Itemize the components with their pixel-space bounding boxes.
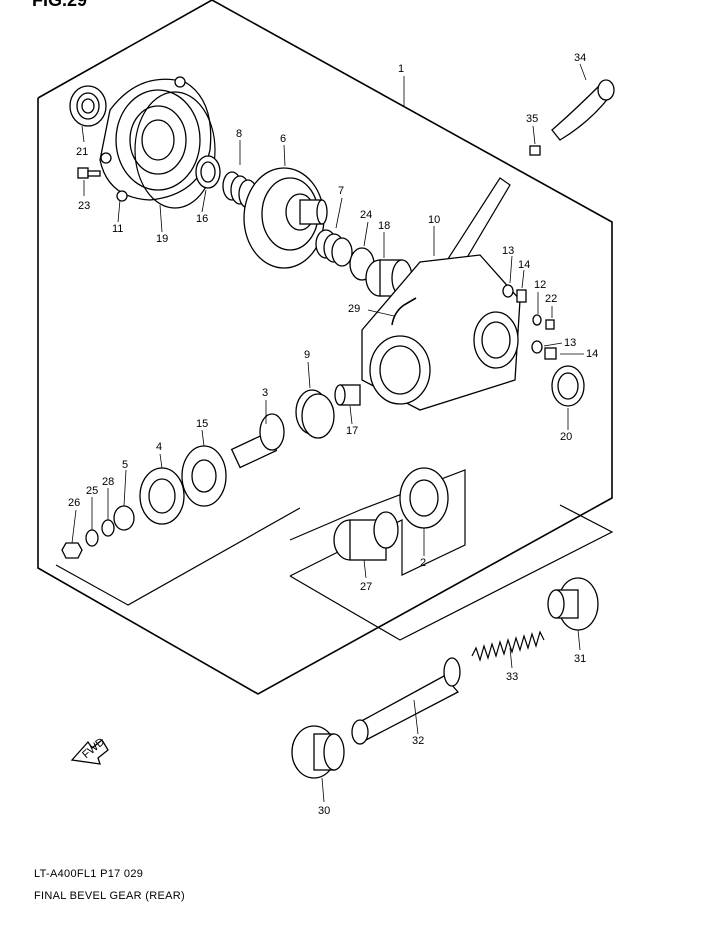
caption-model-code: LT-A400FL1 P17 029 <box>34 868 144 880</box>
callout-11: 11 <box>112 223 123 235</box>
callout-14-lower: 14 <box>586 348 598 360</box>
callout-29: 29 <box>348 303 360 315</box>
fwd-arrow-icon: FWD <box>70 736 109 765</box>
oil-seal-21 <box>69 85 107 127</box>
callout-5: 5 <box>122 459 128 471</box>
callout-26: 26 <box>68 497 80 509</box>
clamp-35 <box>529 145 541 156</box>
spring-33 <box>471 630 545 663</box>
callout-13-upper: 13 <box>502 245 514 257</box>
breather-hose-29 <box>391 297 417 326</box>
callout-6: 6 <box>280 133 286 145</box>
oil-seal-20 <box>551 365 585 407</box>
callout-21: 21 <box>76 146 88 158</box>
pinion-gear-3 <box>230 413 285 469</box>
oil-seal-2 <box>399 467 449 529</box>
callout-10: 10 <box>428 214 440 226</box>
needle-bearing-27 <box>333 511 399 561</box>
callout-34: 34 <box>574 52 586 64</box>
callout-31: 31 <box>574 653 586 665</box>
washer-13-upper <box>502 284 514 298</box>
callout-20: 20 <box>560 431 572 443</box>
callout-25: 25 <box>86 485 98 497</box>
bearing-16 <box>195 155 221 189</box>
boot-34 <box>551 79 615 141</box>
callout-7: 7 <box>338 185 344 197</box>
callout-23: 23 <box>78 200 90 212</box>
callout-3: 3 <box>262 387 268 399</box>
callout-35: 35 <box>526 113 538 125</box>
callout-2: 2 <box>420 557 426 569</box>
gear-case-10 <box>361 254 521 411</box>
plug-14-upper <box>516 289 527 303</box>
callout-30: 30 <box>318 805 330 817</box>
washer-28 <box>101 519 115 537</box>
inner-frame-shaft <box>289 469 466 577</box>
callout-19: 19 <box>156 233 168 245</box>
callout-12: 12 <box>534 279 546 291</box>
lower-frame-step <box>55 507 301 606</box>
callout-17: 17 <box>346 425 358 437</box>
callout-13-lower: 13 <box>564 337 576 349</box>
washer-12 <box>532 314 542 326</box>
bearing-17 <box>334 384 361 406</box>
callout-28: 28 <box>102 476 114 488</box>
callout-18: 18 <box>378 220 390 232</box>
leader-lines <box>71 63 587 803</box>
plug-14-lower <box>544 347 557 360</box>
shims-9 <box>295 389 335 439</box>
bearing-4 <box>139 467 185 525</box>
o-ring-19 <box>134 91 216 209</box>
shaft-bracket <box>289 504 614 641</box>
washer-25 <box>85 529 99 547</box>
coupling-30 <box>291 725 345 779</box>
bearing-15 <box>181 445 227 507</box>
callout-9: 9 <box>304 349 310 361</box>
figure-tag: FIG.29 <box>32 0 88 10</box>
callout-33: 33 <box>506 671 518 683</box>
callout-8: 8 <box>236 128 242 140</box>
housing-cover-11 <box>99 76 212 202</box>
callout-1: 1 <box>398 63 404 75</box>
bevel-gear-6 <box>243 167 328 269</box>
washer-13-lower <box>531 340 543 354</box>
propeller-shaft-32 <box>351 657 461 745</box>
shims-7 <box>315 229 353 267</box>
callout-27: 27 <box>360 581 372 593</box>
pinion-bracket <box>409 177 511 321</box>
needle-bearing-18 <box>365 259 413 297</box>
nut-26 <box>61 542 83 559</box>
caption-title: FINAL BEVEL GEAR (REAR) <box>34 890 185 902</box>
callout-24: 24 <box>360 209 372 221</box>
callout-16: 16 <box>196 213 208 225</box>
assembly-frame <box>37 0 613 695</box>
callout-22: 22 <box>545 293 557 305</box>
callout-15: 15 <box>196 418 208 430</box>
bolt-23 <box>77 167 101 179</box>
callout-4: 4 <box>156 441 162 453</box>
bolt-22 <box>545 319 555 330</box>
callout-32: 32 <box>412 735 424 747</box>
shims-8 <box>222 171 258 209</box>
coupling-31 <box>547 577 599 631</box>
spacer-5 <box>113 505 135 531</box>
callout-14-upper: 14 <box>518 259 530 271</box>
